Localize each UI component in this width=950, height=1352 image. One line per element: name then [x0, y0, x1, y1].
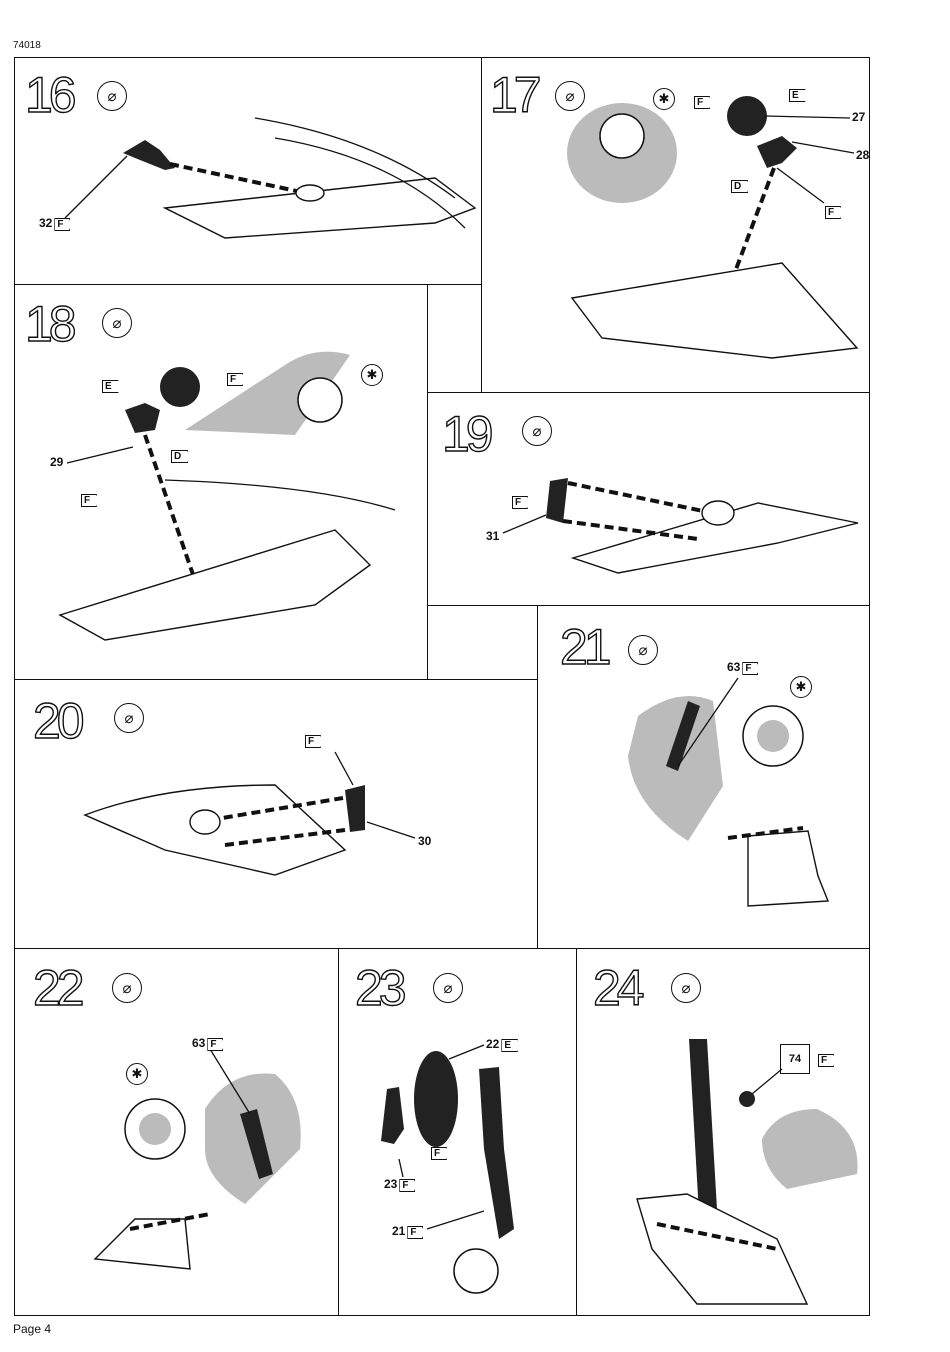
step-24-panel: 24 ⌀ 74 F [576, 948, 870, 1316]
step-22-drawing [15, 949, 339, 1316]
flag-F-top: F [692, 94, 710, 109]
step-24-drawing [577, 949, 870, 1316]
step-16-drawing [15, 58, 482, 285]
part-29-label: 29 [50, 455, 63, 469]
step-18-drawing [15, 285, 428, 680]
part-30-label: 30 [418, 834, 431, 848]
part-28-label: 28 [856, 148, 869, 162]
step-19-panel: 19 ⌀ F 31 [427, 392, 870, 606]
part-23-shape [381, 1087, 404, 1144]
flag-D: D [729, 178, 748, 193]
step-20-drawing [15, 680, 538, 949]
step-21-drawing [538, 606, 870, 949]
flag-D: D [169, 448, 188, 463]
flag-F: F [303, 733, 321, 748]
flag-F-mid: F [429, 1145, 447, 1160]
flag-E: E [787, 87, 806, 102]
part-31-label: 31 [486, 529, 499, 543]
flag-F: F [510, 494, 528, 509]
step-17-panel: 17 ⌀ ✱ E F 27 28 D F [481, 57, 870, 393]
flag-E: E [100, 378, 119, 393]
wheel-27-shape [727, 96, 767, 136]
wheel-shape [160, 367, 200, 407]
part-27-label: 27 [852, 110, 865, 124]
page-number: Page 4 [13, 1322, 51, 1336]
part-29-shape [125, 403, 160, 433]
step-18-panel: 18 ⌀ ✱ E F 29 D F [14, 284, 428, 680]
step-19-drawing [428, 393, 870, 606]
wheel-22-shape [414, 1051, 458, 1147]
part-31-shape [546, 478, 568, 523]
flag-F-top: F [225, 371, 243, 386]
gear-leg-shape [689, 1039, 717, 1214]
step-17-drawing [482, 58, 870, 393]
part-30-shape [345, 785, 365, 832]
part-28-shape [757, 136, 797, 168]
page-code: 74018 [13, 40, 41, 51]
step-20-panel: 20 ⌀ F 30 [14, 679, 538, 949]
flag-F-bottom: F [823, 204, 841, 219]
flag-F-bottom: F [79, 492, 97, 507]
step-23-drawing [339, 949, 577, 1316]
part-21-shape [479, 1067, 514, 1239]
part-32-shape [123, 140, 175, 170]
